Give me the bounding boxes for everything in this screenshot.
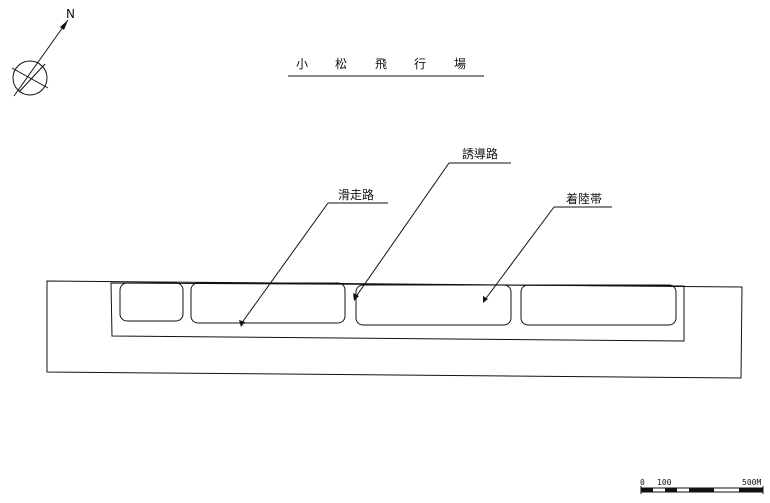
taxiway-leader: 誘導路 bbox=[353, 146, 511, 301]
runway-outline bbox=[110, 282, 685, 342]
landing-strip-label: 着陸帯 bbox=[566, 191, 602, 206]
taxiway-block-3 bbox=[355, 284, 512, 326]
runway-leader: 滑走路 bbox=[239, 187, 388, 327]
title-char-4: 行 bbox=[414, 57, 426, 71]
taxiway-block-2 bbox=[190, 282, 346, 324]
scale-label-100: 100 bbox=[657, 478, 672, 487]
north-arrow-icon: N bbox=[11, 7, 75, 97]
landing-strip-outline bbox=[46, 280, 743, 379]
landing-strip-leader: 着陸帯 bbox=[483, 191, 612, 303]
title-char-2: 松 bbox=[335, 57, 347, 71]
title-char-5: 場 bbox=[454, 57, 466, 71]
taxiway-block-4 bbox=[520, 284, 677, 326]
runway-label: 滑走路 bbox=[338, 187, 374, 202]
map-title: 小 松 飛 行 場 bbox=[288, 57, 484, 77]
scale-label-500m: 500M bbox=[742, 478, 761, 487]
scale-bar: 0 100 500M bbox=[640, 478, 764, 494]
title-char-1: 小 bbox=[296, 57, 308, 71]
scale-label-0: 0 bbox=[640, 478, 645, 487]
taxiway-label: 誘導路 bbox=[462, 146, 498, 161]
title-char-3: 飛 bbox=[375, 57, 387, 71]
north-label: N bbox=[66, 7, 75, 21]
taxiway-block-1 bbox=[119, 282, 184, 322]
